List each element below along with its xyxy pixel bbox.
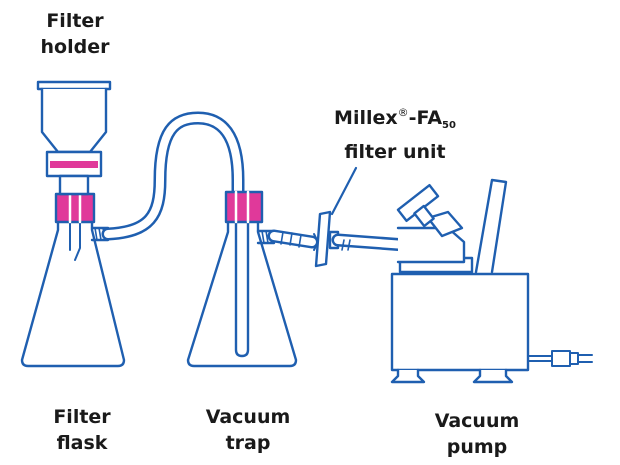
- filter-holder-label-line2: holder: [40, 36, 110, 58]
- vacuum-trap-label-line1: Vacuum: [205, 406, 291, 428]
- millex-label-subscript: 50: [442, 120, 456, 131]
- vacuum-pump-label-line2: pump: [446, 436, 508, 458]
- millex-pointer-line: [330, 166, 358, 216]
- vacuum-pump: [390, 178, 530, 384]
- millex-label-reg: ®: [397, 106, 409, 119]
- filter-flask-label-line1: Filter: [53, 406, 111, 428]
- filter-holder-label-line1: Filter: [46, 10, 104, 32]
- filter-flask: [20, 193, 126, 368]
- millex-label-name: Millex: [334, 107, 398, 129]
- vacuum-trap-label-line2: trap: [225, 432, 271, 454]
- vacuum-trap-stopper: [224, 190, 264, 224]
- millex-label-line1: Millex®-FA50: [310, 100, 480, 139]
- trap-to-filter-tube: [267, 229, 319, 249]
- millex-label: Millex®-FA50 filter unit: [310, 100, 480, 165]
- filter-flask-label: Filter flask: [27, 404, 137, 456]
- vacuum-pump-label-line1: Vacuum: [434, 410, 520, 432]
- vacuum-pump-label: Vacuum pump: [422, 408, 532, 460]
- vacuum-trap-label: Vacuum trap: [193, 404, 303, 456]
- millex-label-code: -FA: [408, 107, 443, 129]
- millex-label-line2: filter unit: [344, 141, 446, 163]
- filter-holder: [36, 80, 112, 196]
- vacuum-trap: [186, 198, 298, 368]
- filter-holder-seal: [50, 161, 98, 168]
- connecting-tube: [101, 111, 245, 241]
- filter-flask-label-line2: flask: [56, 432, 108, 454]
- filter-holder-label: Filter holder: [20, 8, 130, 60]
- filter-flask-stopper: [54, 192, 96, 224]
- power-cord: [527, 350, 593, 367]
